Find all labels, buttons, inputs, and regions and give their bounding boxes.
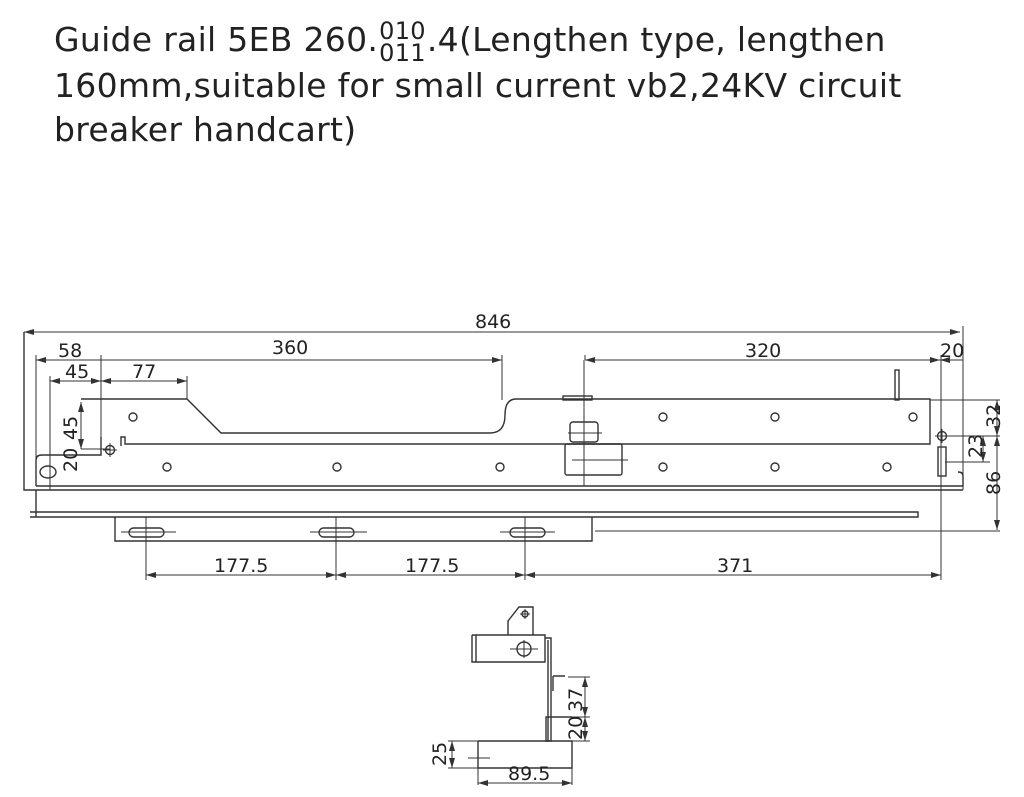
- dim-23: 23: [965, 434, 987, 458]
- dim-25: 25: [429, 742, 451, 766]
- title-suffix: .4(Lengthen type, lengthen 160mm,suitabl…: [54, 20, 902, 149]
- dim-177-5-second: 177.5: [405, 555, 459, 577]
- dim-89-5: 89.5: [508, 763, 550, 785]
- dim-45-vertical: 45: [60, 416, 82, 440]
- dimension-lines: [24, 326, 1000, 580]
- dim-320: 320: [745, 340, 781, 362]
- dim-20-vertical: 20: [60, 448, 82, 472]
- dim-20-side: 20: [565, 716, 587, 740]
- slots: [121, 527, 555, 538]
- dim-360: 360: [272, 337, 308, 359]
- dim-86: 86: [983, 471, 1005, 495]
- front-view: [23, 332, 964, 542]
- dim-37: 37: [565, 688, 587, 712]
- dimension-labels: 846 58 360 45 77 45 20 320 20 32 23 86 1…: [58, 311, 1005, 577]
- dim-45-horizontal: 45: [65, 361, 89, 383]
- dim-371: 371: [717, 555, 753, 577]
- holes: [39, 369, 949, 479]
- dim-77: 77: [132, 361, 156, 383]
- title-prefix: Guide rail 5EB 260.: [54, 20, 379, 59]
- side-view: 37 20 25 89.5: [429, 606, 590, 786]
- dim-32: 32: [983, 404, 1005, 428]
- frac-bottom: 011: [379, 38, 426, 67]
- frac-top: 010: [379, 16, 426, 45]
- latch-block: [562, 360, 628, 486]
- dim-846: 846: [475, 311, 511, 333]
- dim-20-horizontal: 20: [940, 340, 964, 362]
- dim-58: 58: [58, 340, 82, 362]
- dim-177-5-first: 177.5: [214, 555, 268, 577]
